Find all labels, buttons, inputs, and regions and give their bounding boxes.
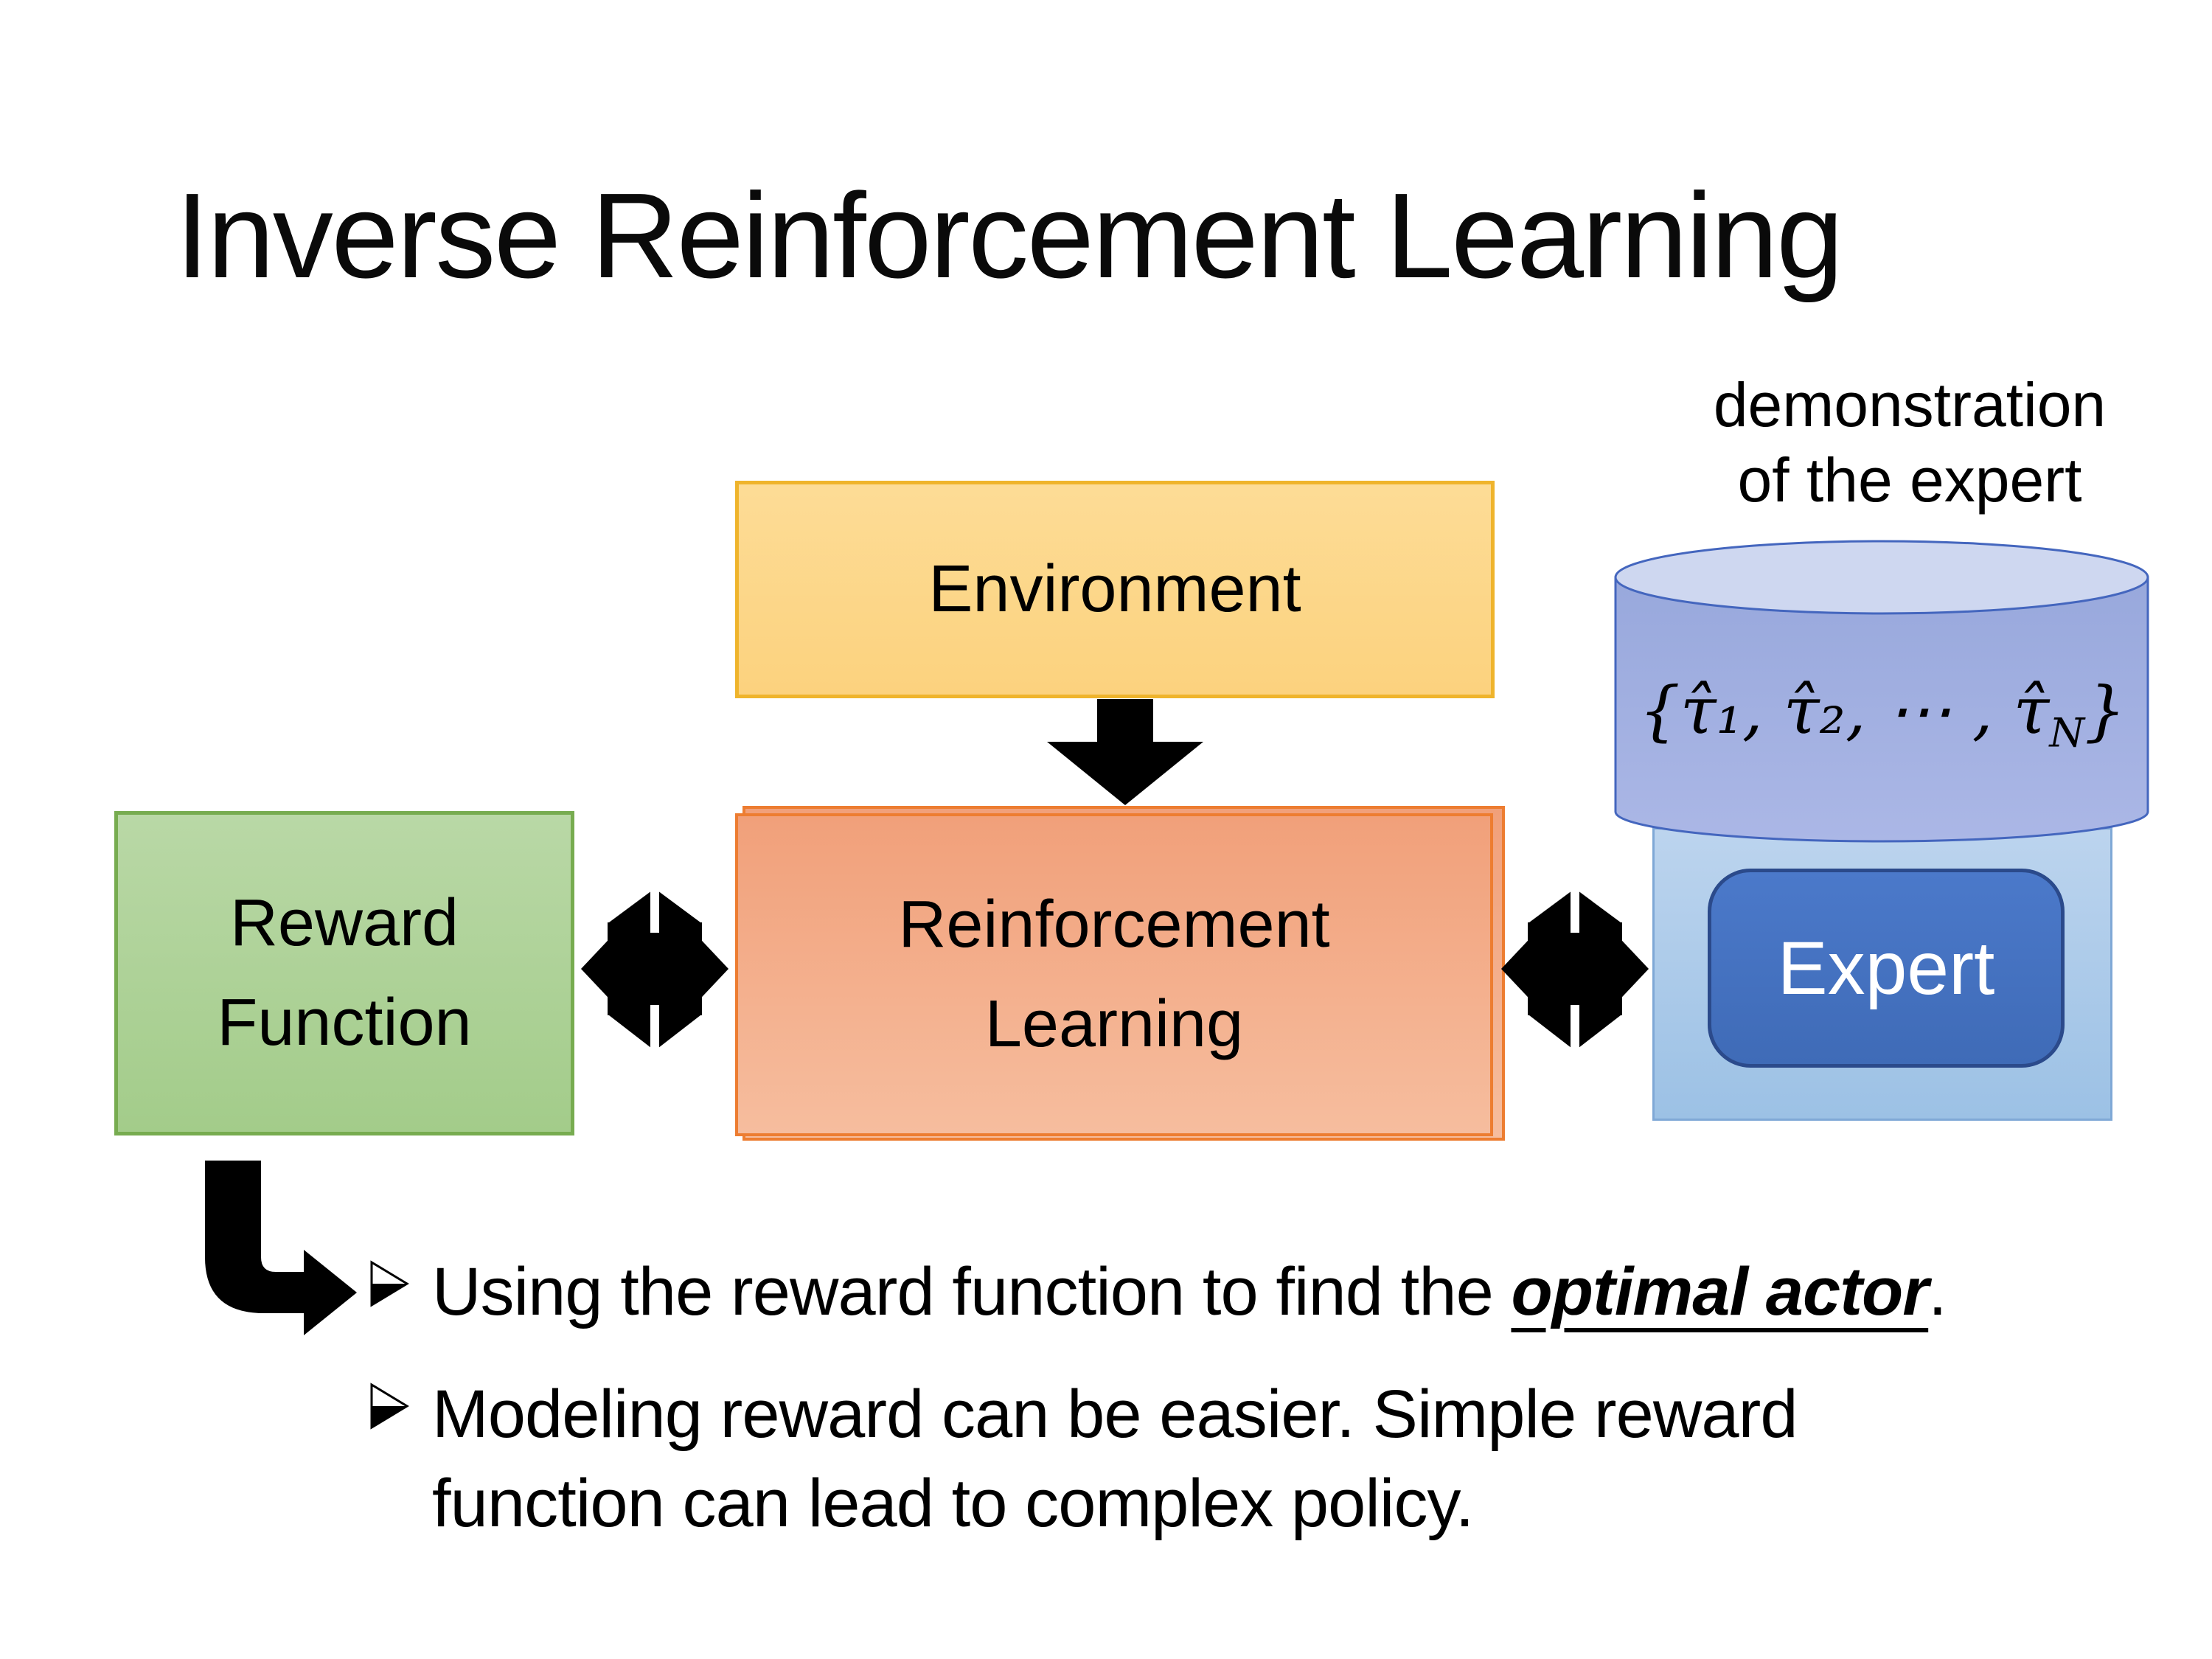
trajectory-set-post: } bbox=[2084, 672, 2126, 748]
reinforcement-learning-box: Reinforcement Learning bbox=[735, 813, 1493, 1136]
reward-box-label-line2: Function bbox=[217, 986, 472, 1060]
bullet-arrow-icon bbox=[370, 1260, 409, 1307]
bullet-2-line1: Modeling reward can be easier. Simple re… bbox=[432, 1377, 1798, 1452]
bullet-1-post: . bbox=[1928, 1254, 1947, 1329]
exchange-arrow-right-icon bbox=[1501, 888, 1649, 1051]
expert-box: Expert bbox=[1708, 869, 2065, 1068]
trajectory-set-sub: N bbox=[2049, 709, 2085, 757]
elbow-arrow-icon bbox=[205, 1161, 357, 1335]
down-arrow-icon bbox=[1047, 699, 1203, 805]
bullet-arrow-icon bbox=[370, 1382, 409, 1430]
exchange-arrow-left-icon bbox=[581, 888, 728, 1051]
trajectory-set-pre: {τ̂₁, τ̂₂, ⋯ , τ̂ bbox=[1638, 672, 2050, 748]
bullet-2-line2: function can lead to complex policy. bbox=[432, 1465, 1474, 1541]
trajectory-set-label: {τ̂₁, τ̂₂, ⋯ , τ̂N} bbox=[1628, 672, 2137, 757]
demonstration-database-cylinder bbox=[1614, 540, 2149, 843]
bullet-2-text: Modeling reward can be easier. Simple re… bbox=[432, 1370, 1798, 1548]
bullet-1-text: Using the reward function to find the op… bbox=[432, 1248, 1947, 1337]
bullet-item-1: Using the reward function to find the op… bbox=[369, 1248, 2183, 1337]
expert-box-label: Expert bbox=[1777, 925, 1995, 1010]
environment-box-label: Environment bbox=[928, 552, 1301, 626]
demonstration-label-line2: of the expert bbox=[1737, 445, 2082, 515]
bullet-1-emphasis: optimal actor bbox=[1511, 1254, 1929, 1329]
environment-box: Environment bbox=[735, 481, 1495, 698]
demonstration-label: demonstration of the expert bbox=[1593, 367, 2212, 518]
bullet-1-pre: Using the reward function to find the bbox=[432, 1254, 1512, 1329]
rl-box-label-line1: Reinforcement bbox=[898, 888, 1330, 961]
demonstration-label-line1: demonstration bbox=[1713, 370, 2107, 439]
rl-box-label-line2: Learning bbox=[984, 987, 1244, 1061]
bullet-item-2: Modeling reward can be easier. Simple re… bbox=[369, 1370, 2065, 1548]
reward-function-box: Reward Function bbox=[114, 811, 574, 1135]
page-title: Inverse Reinforcement Learning bbox=[175, 168, 1843, 303]
reward-box-label-line1: Reward bbox=[229, 886, 459, 960]
